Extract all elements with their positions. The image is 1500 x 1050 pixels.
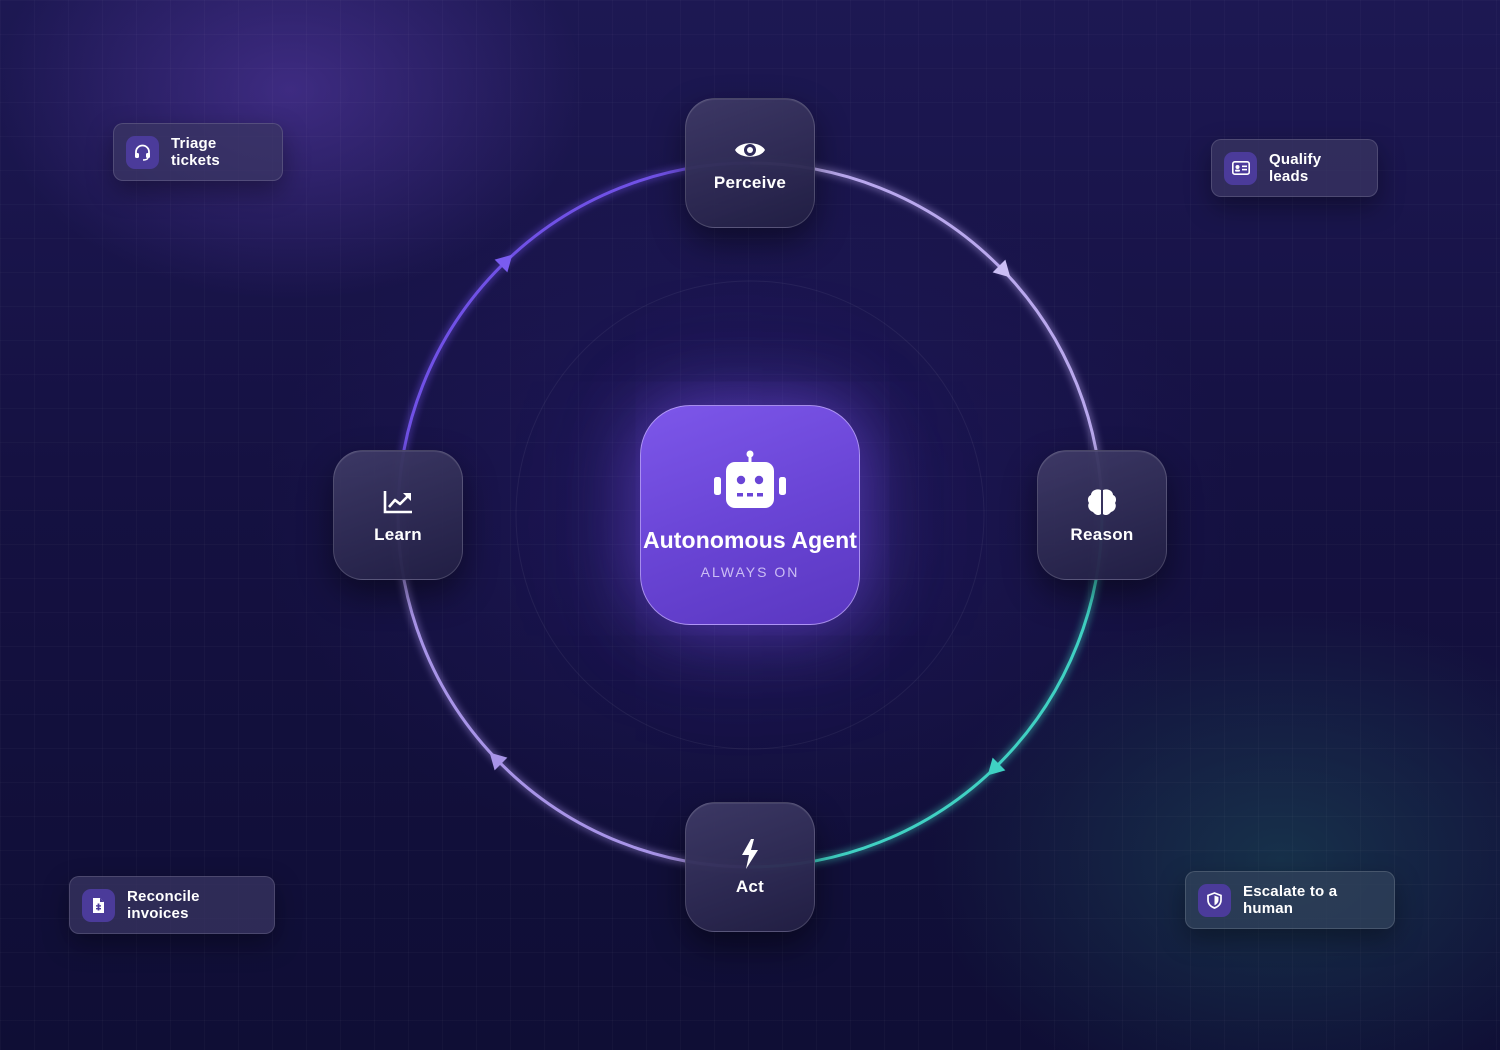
lightning-bolt-icon [733, 837, 767, 871]
brain-icon [1085, 485, 1119, 519]
stage-perceive[interactable]: Perceive [685, 98, 815, 228]
shield-icon [1198, 883, 1231, 917]
arc-act-to-learn [396, 514, 751, 869]
task-label: Escalate to a human [1243, 883, 1338, 917]
stage-reason[interactable]: Reason [1037, 450, 1167, 580]
trending-chart-icon [381, 485, 415, 519]
arc-reason-to-act [749, 514, 1104, 869]
arrow-head-top-right [992, 259, 1011, 278]
arc-learn-to-perceive [396, 161, 751, 516]
stage-label: Reason [1070, 525, 1134, 544]
stage-label: Learn [374, 525, 422, 544]
id-card-icon [1224, 151, 1257, 185]
task-label: Triage tickets [171, 135, 220, 169]
stage-label: Act [735, 877, 765, 896]
stage-learn[interactable]: Learn [333, 450, 463, 580]
autonomous-agent-hub[interactable]: Autonomous Agent ALWAYS ON [640, 405, 860, 625]
hub-title: Autonomous Agent [642, 527, 858, 553]
robot-icon [712, 450, 788, 517]
task-escalate-to-human[interactable]: Escalate to a human [1185, 871, 1395, 929]
headset-icon [126, 135, 159, 169]
task-label: Qualify leads [1269, 151, 1322, 185]
arrow-head-bottom-right [987, 757, 1006, 776]
inner-guide-ring [515, 280, 985, 750]
task-label: Reconcile invoices [127, 888, 200, 922]
invoice-icon [82, 888, 115, 922]
hub-subtitle: ALWAYS ON [700, 564, 800, 580]
eye-icon [733, 133, 767, 167]
stage-label: Perceive [713, 173, 787, 192]
task-qualify-leads[interactable]: Qualify leads [1211, 139, 1378, 197]
arrow-head-bottom-left [489, 752, 508, 771]
task-triage-tickets[interactable]: Triage tickets [113, 123, 283, 181]
stage-act[interactable]: Act [685, 802, 815, 932]
arrow-head-top-left [494, 254, 513, 273]
task-reconcile-invoices[interactable]: Reconcile invoices [69, 876, 275, 934]
